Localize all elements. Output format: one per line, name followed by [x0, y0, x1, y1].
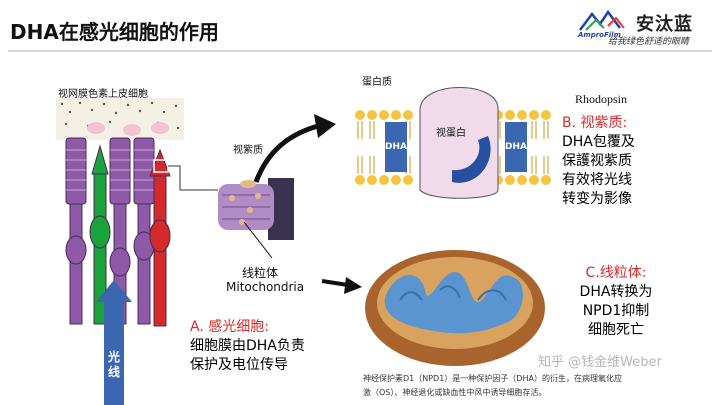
rhodopsin-info-line: 保護视紫质 [562, 153, 632, 169]
dha-left-label: DHA [385, 142, 407, 152]
mito-pointer-line [243, 221, 273, 259]
light-label: 光线 [107, 350, 120, 379]
title-divider [8, 50, 712, 52]
mitochondrion [365, 250, 545, 366]
mitochondria-en-label: Mitochondria [226, 280, 305, 294]
logo-slogan-text: 给我绿色舒适的眼睛 [608, 37, 690, 47]
rhodopsin-info-line: 有效将光线 [562, 172, 632, 188]
mitochondria-info-title: C.线粒体: [585, 265, 647, 281]
cell-connector-line [168, 165, 218, 191]
mitochondria-info-line: NPD1抑制 [582, 303, 650, 319]
rpe-label: 视网膜色素上皮细胞 [58, 89, 148, 100]
rpe-layer [56, 98, 184, 140]
curved-arrow [253, 123, 319, 183]
photoreceptor-info-block: A. 感光细胞: 细胞膜由DHA负责 保护及电位传导 [190, 318, 305, 375]
footnote-line: 激（OS）、神经退化或缺血性中风中诱导细胞存活。 [363, 388, 547, 397]
rhodopsin-membrane [355, 87, 551, 199]
rhodopsin-en-label: Rhodopsin [575, 92, 628, 106]
protein-label: 蛋白质 [362, 77, 392, 88]
rhodopsin-small-label: 视紫质 [233, 145, 263, 156]
rhodopsin-info-line: 转变为影像 [562, 191, 632, 207]
footnote: 神经保护素D1（NPD1）是一种保护因子（DHA）的衍生，在病理氧化应 激（OS… [363, 372, 622, 400]
curved-arrowhead-icon [314, 114, 336, 138]
photoreceptor-cells [65, 137, 171, 327]
rhodopsin-info-title: B. 视紫质: [562, 115, 628, 131]
footnote-line: 神经保护素D1（NPD1）是一种保护因子（DHA）的衍生，在病理氧化应 [363, 374, 622, 383]
dha-right-label: DHA [505, 142, 527, 152]
mitochondria-info-line: 细胞死亡 [588, 322, 644, 338]
rhodopsin-stack [218, 178, 294, 240]
straight-arrow [321, 279, 349, 287]
photoreceptor-info-title: A. 感光细胞: [190, 319, 269, 335]
logo-brand-text: AmproFilm [578, 31, 621, 39]
logo-name-text: 安汰蓝 [636, 14, 693, 35]
mountain-logo-icon [579, 9, 625, 31]
page-title: DHA在感光细胞的作用 [10, 20, 219, 44]
photoreceptor-info-line: 细胞膜由DHA负责 [190, 338, 305, 354]
watermark: 知乎 @钱金维Weber [538, 355, 662, 370]
straight-arrowhead-icon [344, 277, 362, 294]
opsin-label: 视蛋白 [436, 128, 466, 139]
brand-logo: AmproFilm 安汰蓝 给我绿色舒适的眼睛 [578, 8, 716, 47]
light-arrow [96, 280, 132, 405]
photoreceptor-info-line: 保护及电位传导 [190, 357, 288, 373]
rhodopsin-info-line: DHA包覆及 [562, 134, 635, 150]
mitochondria-cn-label: 线粒体 [242, 266, 279, 280]
mitochondria-info-line: DHA转换为 [579, 284, 653, 300]
mitochondria-info-block: C.线粒体: DHA转换为 NPD1抑制 细胞死亡 [560, 264, 672, 340]
rhodopsin-info-block: B. 视紫质: DHA包覆及 保護视紫质 有效将光线 转变为影像 [562, 114, 635, 209]
